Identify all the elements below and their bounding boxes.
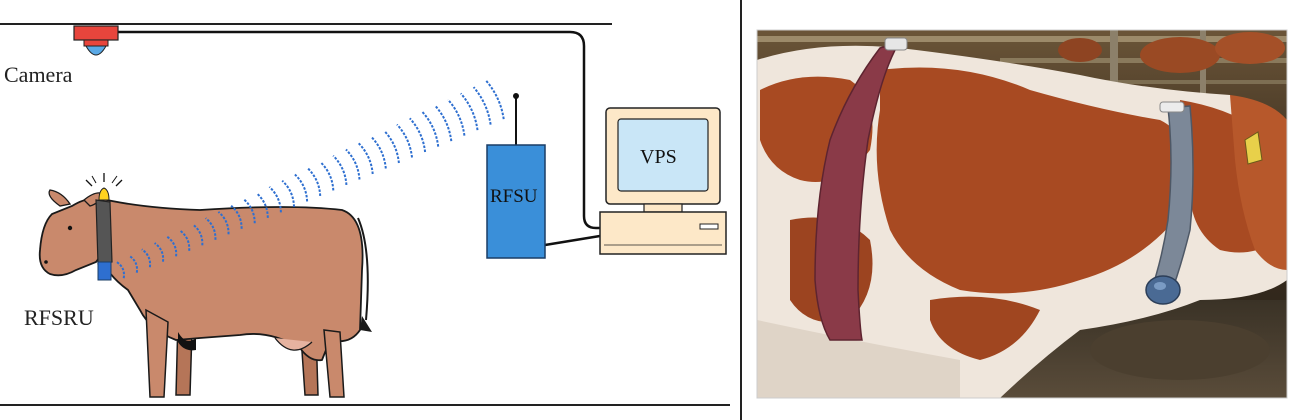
signal-arc	[383, 130, 400, 164]
signal-arc	[472, 86, 492, 125]
signal-arc	[230, 204, 243, 229]
signal-arc	[217, 211, 230, 235]
signal-arc	[166, 235, 178, 257]
system-diagram: Camera RFSU VPS	[0, 23, 730, 406]
cow-illustration	[38, 173, 372, 398]
signal-arc	[332, 154, 348, 185]
camera-cable	[118, 30, 606, 230]
signal-arc	[370, 136, 387, 169]
vps-computer: VPS	[599, 107, 727, 255]
signal-arc	[421, 111, 440, 147]
signal-arc	[115, 260, 125, 279]
camera-label: Camera	[4, 62, 73, 87]
signal-arc	[128, 254, 139, 273]
radio-signal-waves	[115, 80, 505, 279]
camera-icon	[73, 25, 119, 56]
rfsu-label: RFSU	[490, 186, 538, 207]
signal-arc	[243, 198, 256, 224]
rfsu-cable	[544, 233, 607, 247]
signal-arc	[204, 217, 217, 240]
signal-arc	[294, 173, 309, 202]
signal-arc	[396, 123, 413, 158]
signal-arc	[141, 248, 152, 268]
signal-arc	[192, 223, 204, 246]
signal-arc	[447, 98, 466, 136]
signal-arc	[460, 92, 479, 131]
signal-arc	[153, 242, 165, 262]
signal-arc	[434, 105, 453, 142]
rfsru-label: RFSRU	[24, 305, 94, 330]
signal-arc	[255, 192, 269, 218]
vps-label: VPS	[640, 146, 677, 168]
signal-arc	[319, 161, 335, 191]
signal-arc	[485, 80, 505, 120]
signal-arc	[345, 148, 361, 180]
signal-arc	[306, 167, 322, 196]
signal-arc	[268, 186, 282, 213]
signal-arc	[409, 117, 427, 153]
rfsru-box	[97, 261, 112, 281]
signal-arc	[281, 179, 295, 207]
rfsu-unit: RFSU	[486, 93, 546, 259]
cow-photo	[756, 29, 1288, 399]
signal-arc	[179, 229, 191, 251]
signal-arc	[357, 142, 374, 175]
